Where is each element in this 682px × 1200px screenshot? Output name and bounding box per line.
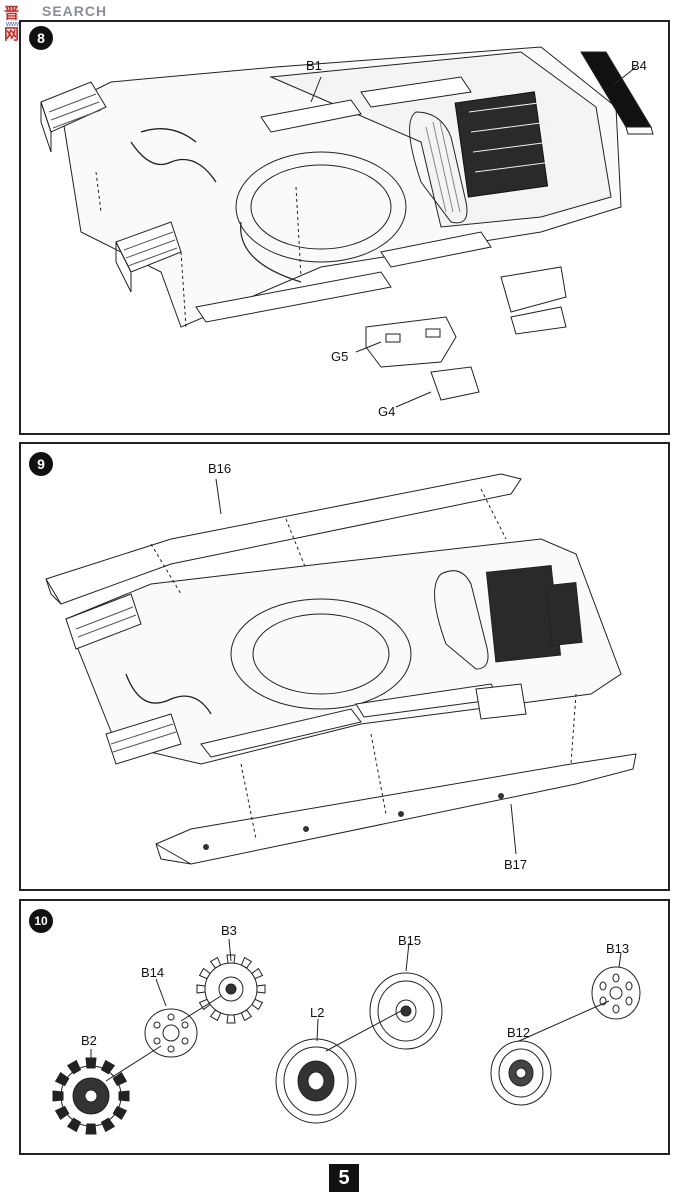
step-10-illustration [52, 938, 641, 1135]
step-9-panel: 9 B16 B17 [19, 442, 670, 891]
part-label-b14: B14 [141, 965, 165, 980]
page-number: 5 [329, 1164, 359, 1192]
part-label-b13: B13 [606, 941, 630, 956]
part-label-g5: G5 [331, 349, 349, 364]
part-label-b16: B16 [208, 461, 232, 476]
part-label-b15: B15 [398, 933, 422, 948]
step-9-illustration [45, 473, 637, 865]
part-label-l2: L2 [310, 1005, 325, 1020]
watermark-text: SEARCH [42, 3, 108, 19]
part-label-b4: B4 [631, 58, 647, 73]
step-9-number: 9 [29, 452, 53, 476]
step-8-illustration [40, 46, 654, 408]
step-8-number: 8 [29, 26, 53, 50]
step-8-panel: 8 B1 B4 G5 G4 [19, 20, 670, 435]
part-label-g4: G4 [378, 404, 396, 419]
part-label-b2: B2 [81, 1033, 97, 1048]
part-label-b17: B17 [504, 857, 528, 872]
step-10-number: 10 [29, 909, 53, 933]
part-label-b1: B1 [306, 58, 322, 73]
part-label-b12: B12 [507, 1025, 531, 1040]
watermark-logo: 晋 网 [4, 5, 21, 43]
step-10-panel: 10 B3 B15 B13 B14 L2 B12 B2 [19, 899, 670, 1155]
part-label-b3: B3 [221, 923, 237, 938]
